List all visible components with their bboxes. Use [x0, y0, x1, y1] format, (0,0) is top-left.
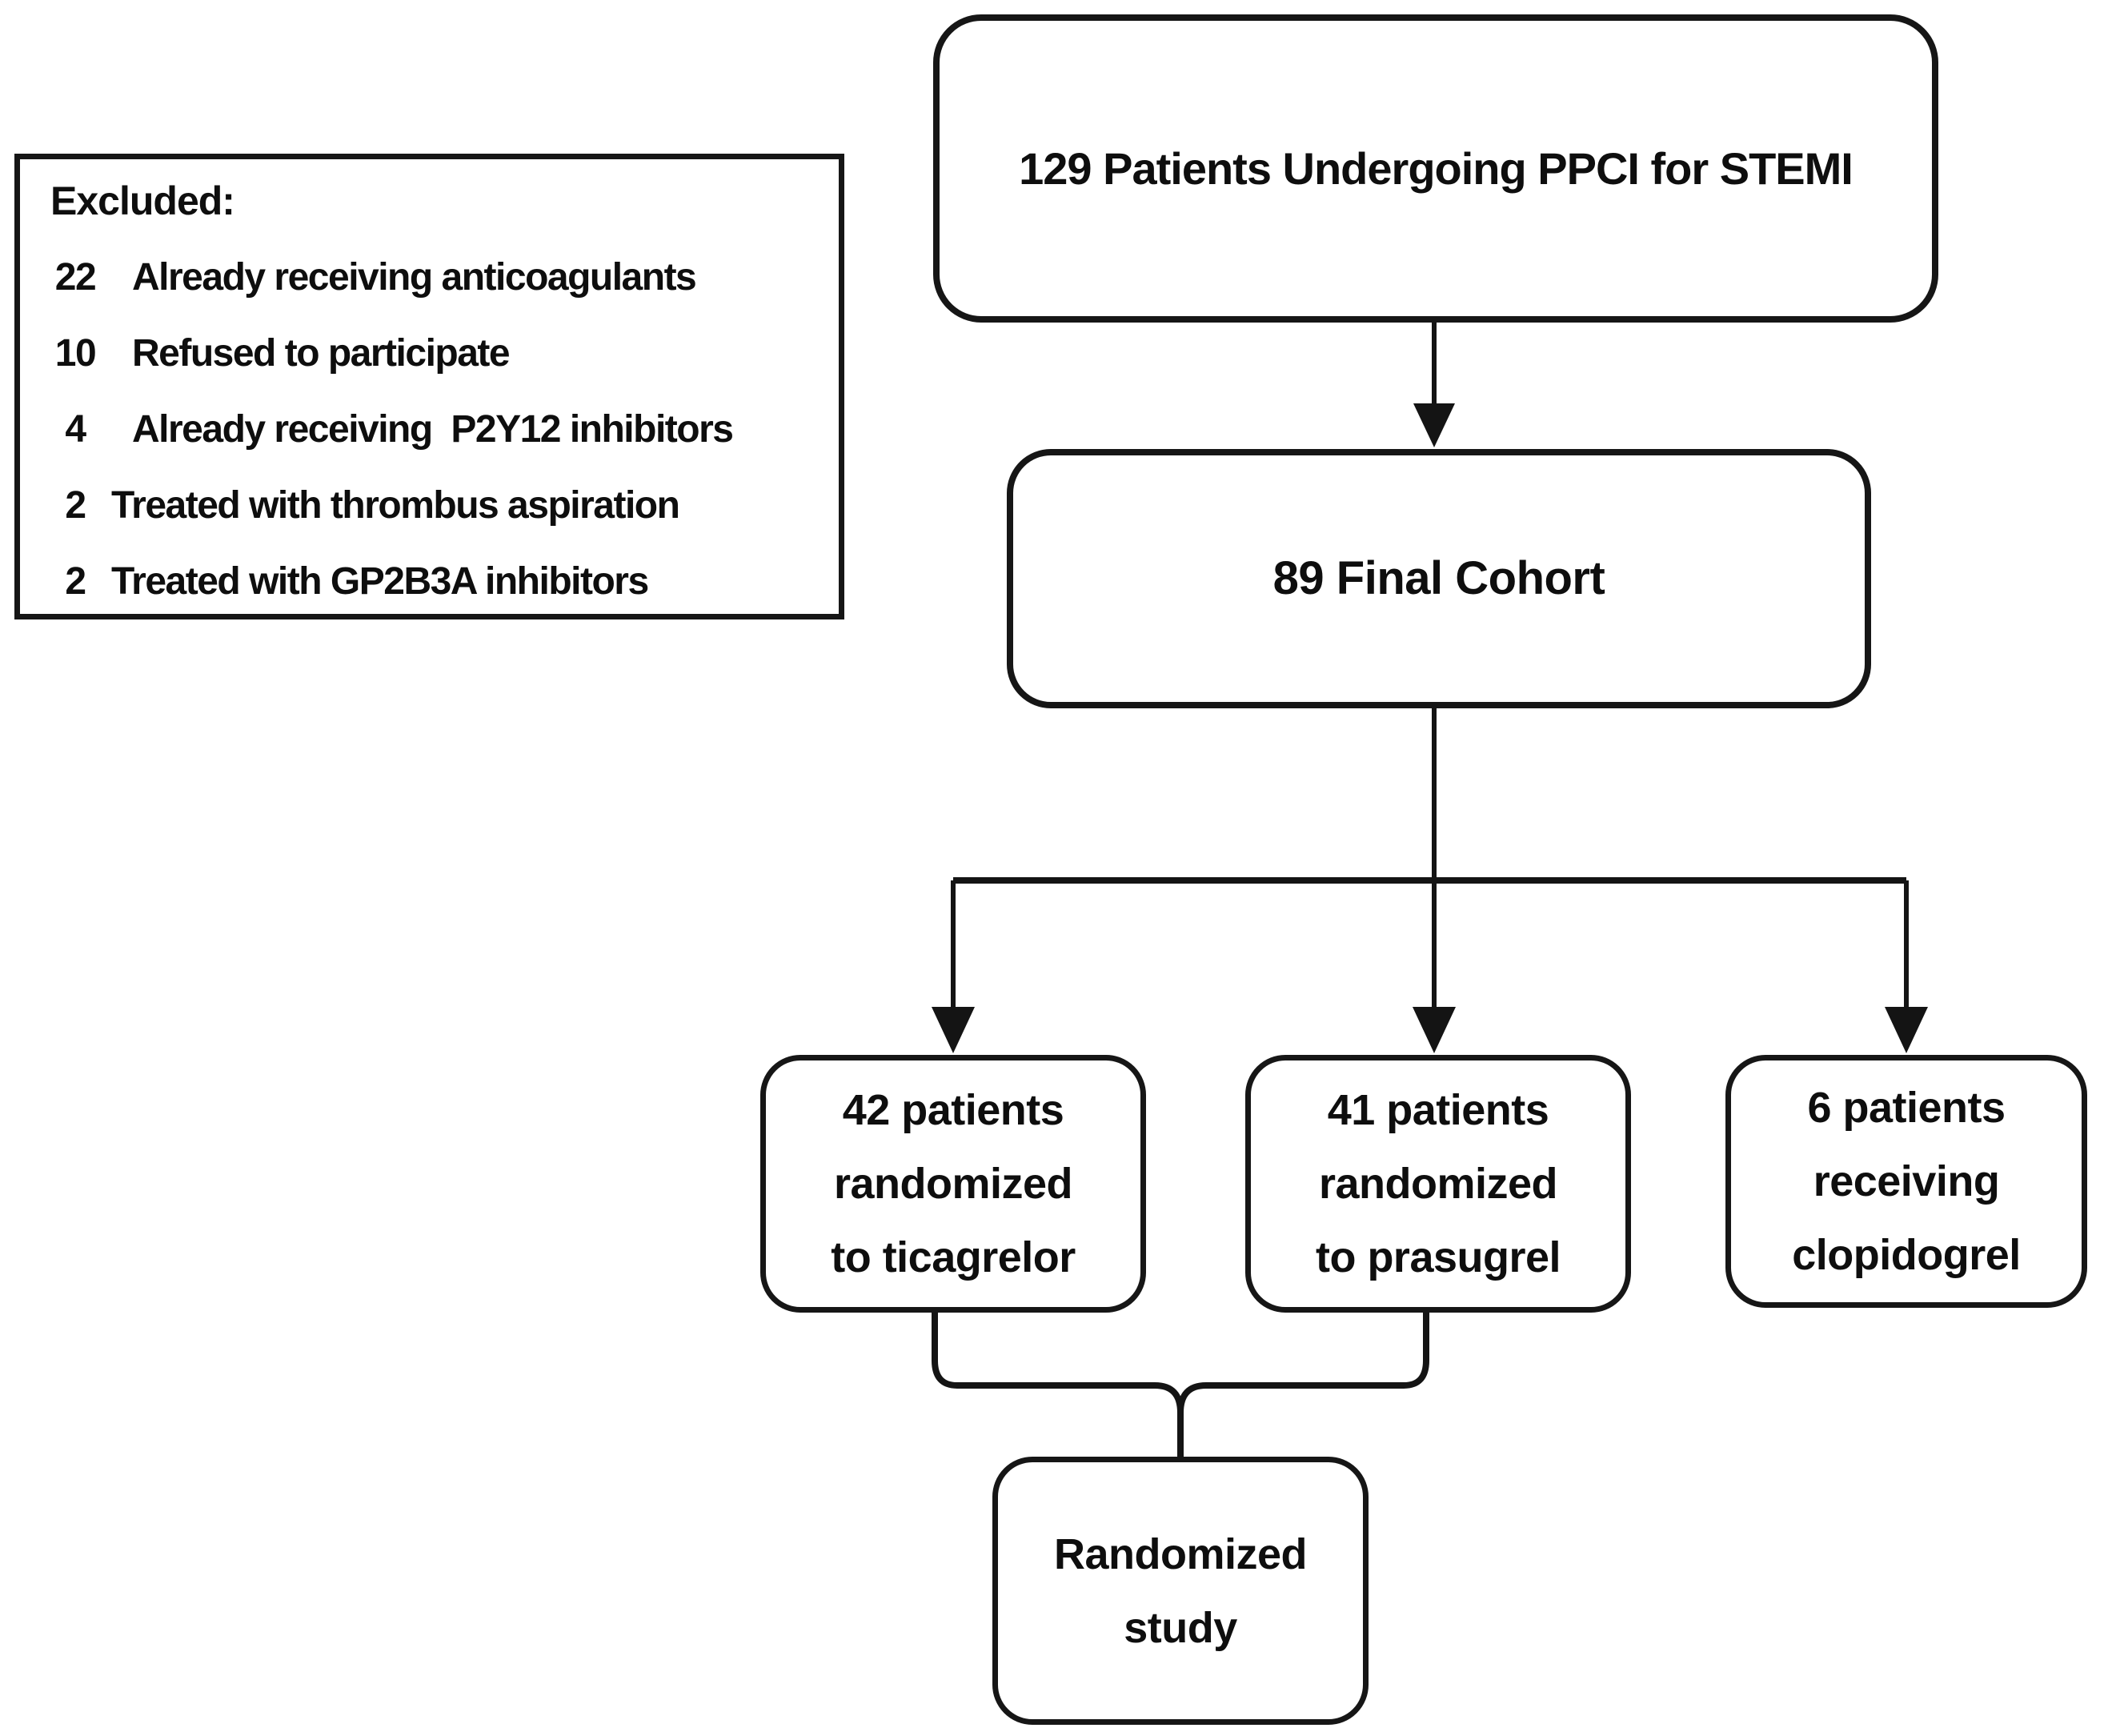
node-label-line: to ticagrelor [831, 1233, 1076, 1281]
excluded-count: 10 [54, 332, 97, 375]
excluded-reason: Treated with thrombus aspiration [111, 484, 680, 527]
node-ticagrelor-arm: 42 patients randomized to ticagrelor [760, 1055, 1146, 1313]
arrowhead-prasugrel [1413, 1007, 1456, 1053]
excluded-count: 2 [65, 484, 86, 527]
excluded-box: Excluded: 22 Already receiving anticoagu… [14, 154, 844, 619]
arrowhead-clopidogrel [1885, 1007, 1928, 1053]
node-label-line: clopidogrel [1792, 1231, 2021, 1279]
node-label-line: 42 patients [842, 1086, 1064, 1134]
excluded-count: 22 [54, 256, 97, 299]
node-final-cohort: 89 Final Cohort [1007, 449, 1871, 708]
excluded-title: Excluded: [50, 178, 235, 223]
excluded-reason: Already receiving P2Y12 inhibitors [132, 408, 734, 451]
node-clopidogrel-arm: 6 patients receiving clopidogrel [1725, 1055, 2087, 1308]
node-randomized-study: Randomized study [992, 1457, 1369, 1725]
node-label-line: Randomized [1053, 1530, 1308, 1578]
excluded-count: 2 [65, 560, 86, 603]
node-label-line: receiving [1813, 1157, 2000, 1205]
arrowhead-cohort [1413, 403, 1455, 447]
excluded-reason: Refused to participate [132, 332, 511, 375]
node-label-line: study [1124, 1603, 1237, 1652]
node-label: 89 Final Cohort [1272, 552, 1605, 604]
excluded-item: 2 Treated with GP2B3A inhibitors [50, 543, 826, 619]
excluded-item: 4 Already receiving P2Y12 inhibitors [50, 391, 826, 467]
merge-bracket [932, 1313, 1429, 1458]
excluded-item: 22 Already receiving anticoagulants [50, 239, 826, 315]
excluded-reason: Already receiving anticoagulants [132, 256, 697, 299]
node-label-line: randomized [833, 1160, 1073, 1208]
excluded-item: 10 Refused to participate [50, 315, 826, 391]
node-label-line: randomized [1318, 1160, 1558, 1208]
node-label: 129 Patients Undergoing PPCI for STEMI [1019, 142, 1854, 194]
node-label-line: 6 patients [1807, 1084, 2006, 1132]
excluded-reason: Treated with GP2B3A inhibitors [111, 560, 649, 603]
node-label-line: 41 patients [1327, 1086, 1549, 1134]
node-label-line: to prasugrel [1315, 1233, 1561, 1281]
excluded-count: 4 [65, 408, 86, 451]
arrowhead-ticagrelor [932, 1007, 975, 1053]
excluded-item: 2 Treated with thrombus aspiration [50, 467, 826, 543]
node-prasugrel-arm: 41 patients randomized to prasugrel [1245, 1055, 1631, 1313]
node-enrollment: 129 Patients Undergoing PPCI for STEMI [933, 14, 1938, 323]
